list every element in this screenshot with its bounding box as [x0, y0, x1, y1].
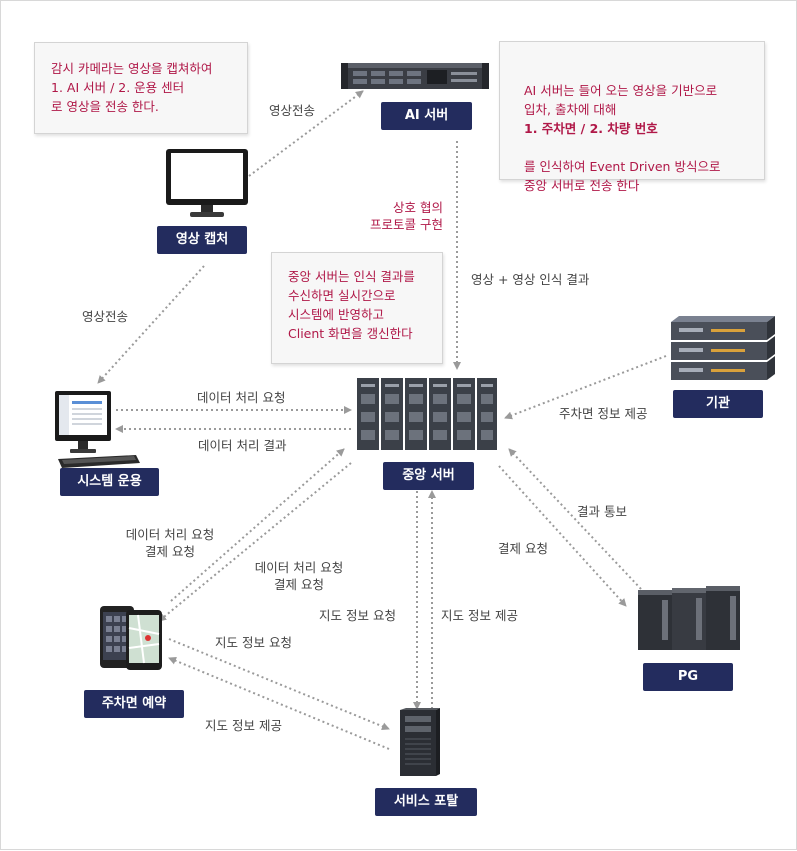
edge-label-res-data-right: 데이터 처리 요청 결제 요청 — [254, 560, 344, 592]
edge-label-data-request: 데이터 처리 요청 — [197, 390, 286, 405]
arrow-agency-to-central — [504, 355, 667, 420]
capture-monitor-icon — [166, 149, 248, 217]
edge-label-map-provide-d: 지도 정보 제공 — [205, 718, 282, 733]
pg-label: PG — [643, 663, 733, 691]
note-ai-line1: AI 서버는 들어 오는 영상을 기반으로 입차, 출차에 대해 — [524, 83, 718, 117]
edge-label-res-data-left: 데이터 처리 요청 결제 요청 — [125, 527, 215, 559]
ai-server-label: AI 서버 — [381, 102, 472, 130]
agency-server-icon — [671, 316, 775, 380]
edge-label-map-request-v: 지도 정보 요청 — [319, 608, 396, 623]
reservation-label: 주차면 예약 — [84, 690, 184, 718]
note-ai-line3: 를 인식하여 Event Driven 방식으로 중앙 서버로 전송 한다 — [524, 159, 721, 193]
portal-server-icon — [400, 708, 440, 776]
arrow-pg-to-central — [508, 448, 642, 590]
note-central: 중앙 서버는 인식 결과를 수신하면 실시간으로 시스템에 반영하고 Clien… — [271, 252, 443, 364]
system-label: 시스템 운용 — [60, 468, 159, 496]
arrow-reservation-to-central — [170, 448, 345, 602]
arrow-central-to-reservation — [158, 462, 352, 622]
edge-label-data-result: 데이터 처리 결과 — [198, 438, 287, 453]
note-ai-server: AI 서버는 들어 오는 영상을 기반으로 입차, 출차에 대해 1. 주차면 … — [499, 41, 765, 193]
edge-label-result-notice: 결과 통보 — [577, 504, 627, 519]
note-ai-line2: 1. 주차면 / 2. 차량 번호 — [524, 121, 658, 136]
ai-server-icon — [341, 63, 489, 89]
reservation-phones-icon — [100, 606, 162, 670]
edge-label-payment-request: 결제 요청 — [498, 541, 548, 556]
edge-label-video-to-system: 영상전송 — [82, 309, 129, 324]
portal-label: 서비스 포탈 — [375, 788, 477, 816]
edge-label-map-provide-v: 지도 정보 제공 — [441, 608, 518, 623]
note-capture: 감시 카메라는 영상을 캡쳐하여 1. AI 서버 / 2. 운용 센터 로 영… — [34, 42, 248, 134]
arrow-reservation-to-portal — [168, 638, 390, 731]
edge-label-map-request-d: 지도 정보 요청 — [215, 635, 292, 650]
agency-label: 기관 — [673, 390, 763, 418]
edge-label-ai-to-central: 영상 + 영상 인식 결과 — [471, 272, 590, 287]
edge-label-protocol: 상호 협의 프로토콜 구현 — [370, 200, 443, 232]
pg-server-icon — [638, 586, 740, 650]
arrow-portal-to-reservation — [168, 656, 390, 750]
arrow-central-to-pg — [498, 465, 627, 607]
capture-label: 영상 캡처 — [157, 226, 247, 254]
arrow-capture-to-ai — [248, 90, 364, 177]
edge-label-agency-info: 주차면 정보 제공 — [559, 406, 648, 421]
system-computer-icon — [55, 391, 140, 468]
central-server-icon — [357, 378, 497, 450]
arrow-capture-to-system — [97, 265, 205, 384]
edge-label-video-to-ai: 영상전송 — [269, 103, 316, 118]
central-label: 중앙 서버 — [383, 462, 474, 490]
